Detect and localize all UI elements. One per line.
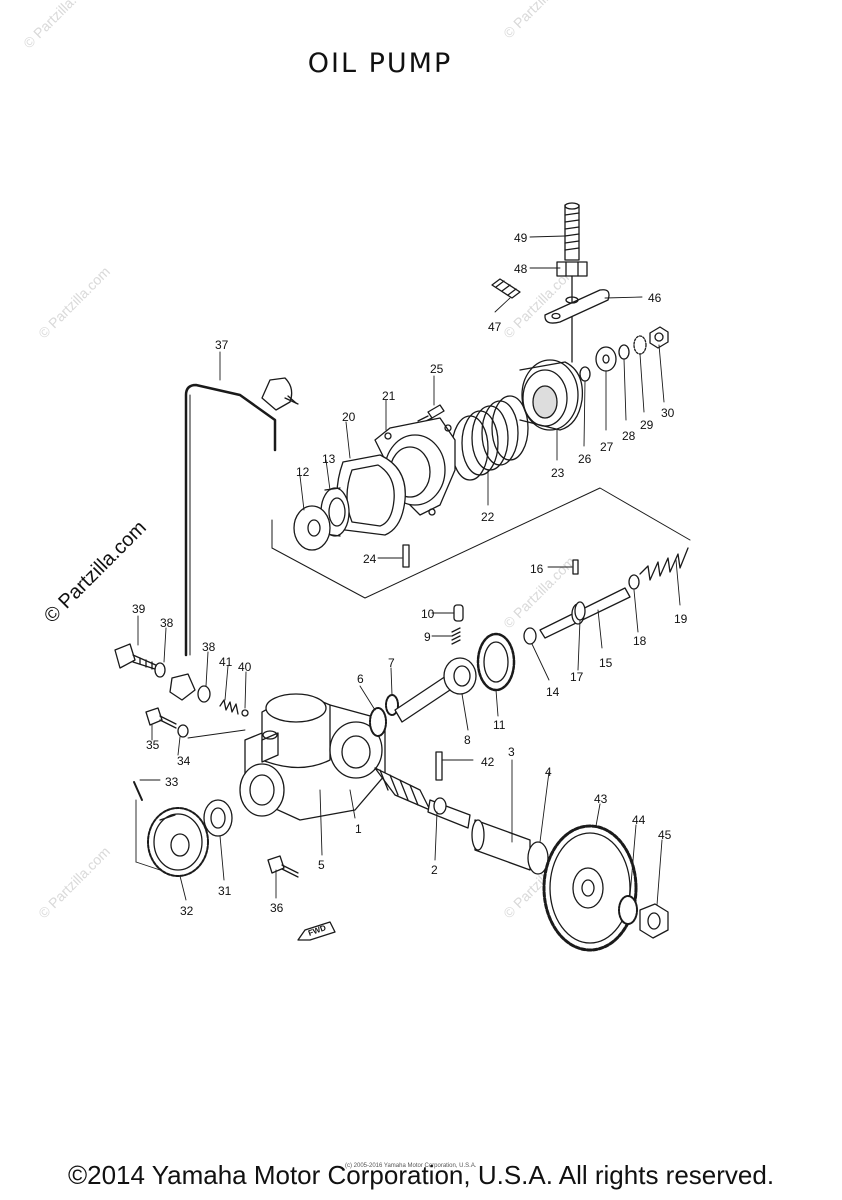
washer-38b [197,685,211,703]
part-callout-20: 20 [342,410,356,424]
small-gear-44 [618,895,638,925]
pump-shaft-8 [394,657,477,723]
part-callout-25: 25 [430,362,444,376]
collar-17 [574,601,586,621]
main-gear-43 [542,824,638,952]
part-callout-14: 14 [546,685,560,699]
shaft-2 [427,797,471,829]
washer-38a [154,662,166,678]
spring-9 [451,627,461,645]
part-callout-30: 30 [661,406,675,420]
pipe-union [169,673,196,701]
part-callout-39: 39 [132,602,146,616]
part-callout-21: 21 [382,389,396,403]
part-callout-37: 37 [215,338,229,352]
bolt-36 [267,855,299,878]
part-callout-33: 33 [165,775,179,789]
part-callout-36: 36 [270,901,284,915]
part-callout-10: 10 [421,607,435,621]
part-callout-49: 49 [514,231,528,245]
part-callout-28: 28 [622,429,636,443]
washer-34 [177,724,189,738]
part-callout-1: 1 [355,822,362,836]
part-callout-34: 34 [177,754,191,768]
part-callout-3: 3 [508,745,515,759]
part-callout-12: 12 [296,465,310,479]
part-callout-31: 31 [218,884,232,898]
shaft-3 [471,819,531,871]
part-callout-35: 35 [146,738,160,752]
part-callout-41: 41 [219,655,233,669]
part-callout-32: 32 [180,904,194,918]
part-callout-26: 26 [578,452,592,466]
pump-body-1 [239,693,386,821]
part-callout-38: 38 [160,616,174,630]
part-callout-4: 4 [545,765,552,779]
part-callout-18: 18 [633,634,647,648]
part-callout-38: 38 [202,640,216,654]
plunger-gear-6 [369,707,387,737]
spring-19 [639,547,689,581]
part-callout-6: 6 [357,672,364,686]
leader-lines [135,235,681,906]
ball-40 [241,709,249,717]
diaphragm-cover [519,359,584,431]
washer-18 [628,574,640,590]
worm-gear-5 [374,767,431,811]
spring-41 [219,699,239,715]
part-callout-44: 44 [632,813,646,827]
pin-24 [402,544,410,568]
part-callout-23: 23 [551,466,565,480]
copyright-notice: ©2014 Yamaha Motor Corporation, U.S.A. A… [67,1160,775,1190]
part-callout-45: 45 [658,828,672,842]
part-callout-24: 24 [363,552,377,566]
fwd-arrow-icon [297,921,336,941]
washer-14 [523,627,537,645]
part-callout-46: 46 [648,291,662,305]
oil-pipe-37 [184,377,299,657]
page-title: OIL PUMP [307,48,453,79]
pin-33 [133,781,143,801]
adjust-screw-assembly [491,202,610,363]
pin-42 [435,751,443,781]
part-callout-47: 47 [488,320,502,334]
part-callout-42: 42 [481,755,495,769]
part-callout-22: 22 [481,510,495,524]
pin-16 [572,559,579,575]
part-callout-5: 5 [318,858,325,872]
part-callout-11: 11 [493,718,506,732]
part-callout-2: 2 [431,863,438,877]
washer-4 [527,841,549,875]
diaphragm-spring [451,395,529,481]
washer-12 [293,505,331,551]
copyright-small: (c) 2005-2016 Yamaha Motor Corporation, … [345,1163,477,1169]
pin-10 [453,604,464,622]
bolt-35 [145,707,177,729]
part-callout-43: 43 [594,792,608,806]
part-callout-27: 27 [600,440,614,454]
part-callout-8: 8 [464,733,471,747]
part-callout-19: 19 [674,612,688,626]
gear-11 [476,632,516,692]
nut-45 [639,903,669,939]
upper-group-outline [271,487,691,599]
part-callout-40: 40 [238,660,252,674]
part-callout-16: 16 [530,562,544,576]
union-bolt-39 [114,643,159,671]
part-callout-29: 29 [640,418,654,432]
part-callout-7: 7 [388,656,395,670]
part-callout-9: 9 [424,630,431,644]
part-callout-15: 15 [599,656,613,670]
part-callout-13: 13 [322,452,336,466]
bolt-25 [417,404,445,424]
driven-gear-32 [147,807,209,877]
part-callout-48: 48 [514,262,528,276]
washers-and-nut [579,326,669,382]
bearing-31 [203,799,233,837]
part-callout-17: 17 [570,670,584,684]
